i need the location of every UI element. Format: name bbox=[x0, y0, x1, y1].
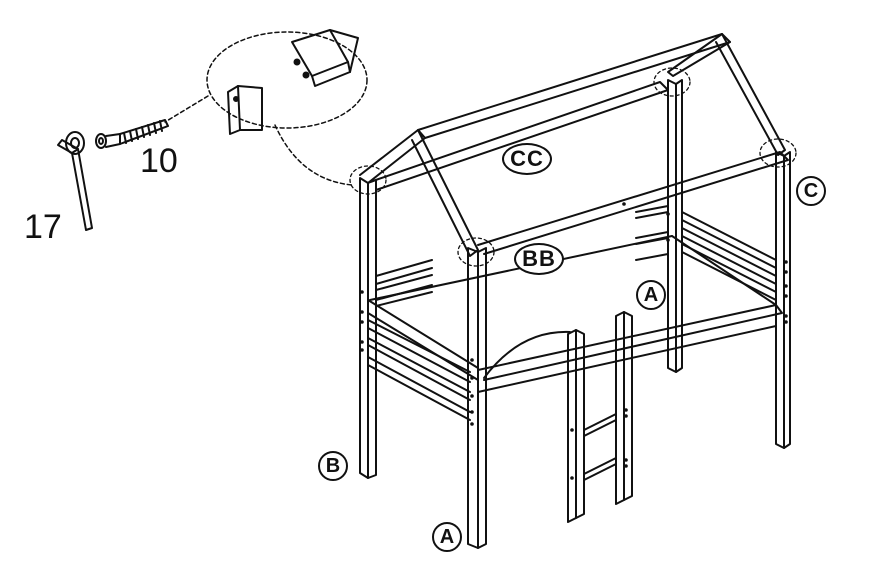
washer-icon bbox=[65, 131, 85, 155]
joint-circle-right bbox=[759, 138, 797, 168]
detail-callout bbox=[164, 29, 368, 186]
screw-part-number: 10 bbox=[140, 142, 178, 180]
allen-key-icon bbox=[57, 139, 93, 231]
joint-circle-ridge bbox=[653, 67, 691, 97]
ladder-top-arc bbox=[483, 330, 571, 379]
part-badge-b: B bbox=[318, 451, 348, 481]
callout-leader-upper bbox=[164, 95, 209, 123]
post-front-left bbox=[359, 177, 369, 479]
ladder-right-rail bbox=[615, 311, 625, 505]
joint-circle-front bbox=[457, 237, 495, 267]
bed-frame bbox=[349, 33, 797, 549]
part-badge-cc: CC bbox=[502, 143, 552, 175]
part-badge-a-front: A bbox=[432, 522, 462, 552]
callout-leader-lower bbox=[274, 124, 353, 186]
post-front-right bbox=[775, 151, 785, 449]
screw-icon bbox=[95, 119, 169, 149]
detail-callout-ellipse bbox=[206, 31, 368, 129]
part-badge-a-center: A bbox=[636, 280, 666, 310]
key-part-number: 17 bbox=[24, 208, 62, 246]
screw-holes bbox=[360, 202, 788, 480]
part-badge-bb: BB bbox=[514, 243, 564, 275]
joint-circle-left bbox=[349, 165, 387, 195]
part-badge-c: C bbox=[796, 176, 826, 206]
post-front-center bbox=[467, 247, 479, 549]
